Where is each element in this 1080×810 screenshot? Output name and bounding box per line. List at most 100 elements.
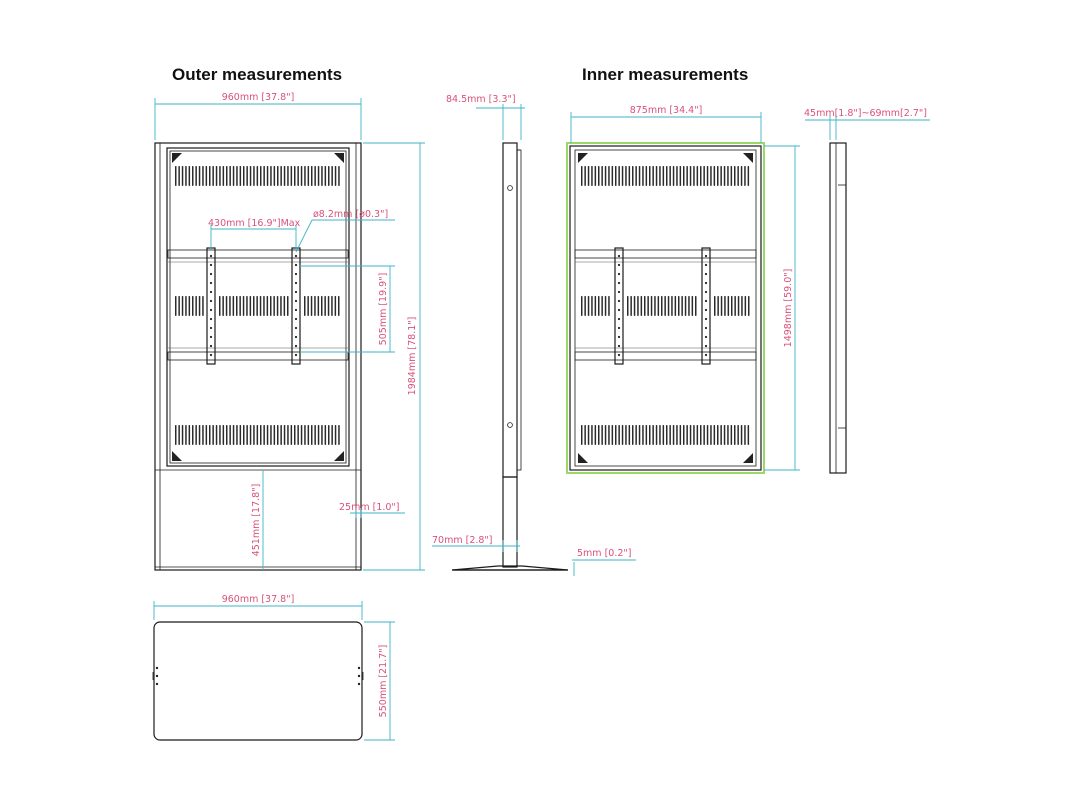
vent-slot <box>178 425 180 445</box>
vent-slot <box>334 166 337 186</box>
vent-slot <box>689 166 692 186</box>
vent-slot <box>287 425 289 445</box>
vent-slot <box>730 166 733 186</box>
vent-slot <box>748 296 750 316</box>
vent-slot <box>243 425 245 445</box>
vent-slot <box>647 296 649 316</box>
vent-slot <box>198 166 201 186</box>
vent-slot <box>327 296 330 316</box>
vent-slot <box>273 296 275 316</box>
bracket-hole <box>209 344 213 348</box>
vent-slot <box>246 296 248 316</box>
vent-slot <box>290 166 293 186</box>
vent-slot <box>314 166 316 186</box>
vent-slot <box>740 166 743 186</box>
outer-measurements-title: Outer measurements <box>172 65 343 84</box>
vent-slot <box>334 296 337 316</box>
vent-slot <box>331 425 333 445</box>
vent-slot <box>222 166 225 186</box>
vent-slot <box>334 425 337 445</box>
vent-slot <box>249 425 252 445</box>
bracket-hole <box>704 263 708 267</box>
vent-slot <box>219 296 221 316</box>
vent-slot <box>696 166 699 186</box>
vent-slot <box>249 166 252 186</box>
vent-slot <box>215 425 218 445</box>
vent-slot <box>226 166 228 186</box>
vent-slot <box>679 425 682 445</box>
vent-slot <box>664 296 666 316</box>
bracket-hole <box>209 353 213 357</box>
vent-slot <box>598 166 600 186</box>
bracket-hole <box>209 290 213 294</box>
bracket-hole <box>294 353 298 357</box>
bracket-hole <box>617 281 621 285</box>
vent-slot <box>744 166 746 186</box>
vent-slot <box>205 166 208 186</box>
bracket-hole <box>294 335 298 339</box>
vent-slot <box>270 425 272 445</box>
vent-slot <box>710 166 712 186</box>
bracket-hole <box>704 344 708 348</box>
vent-slot <box>737 166 739 186</box>
vent-slot <box>587 425 590 445</box>
outer-base-top-view <box>152 621 364 741</box>
vent-slot <box>693 425 695 445</box>
bracket-hole <box>209 317 213 321</box>
vent-slot <box>317 166 320 186</box>
vent-slot <box>737 296 740 316</box>
vent-slot <box>331 296 333 316</box>
bracket-hole <box>294 317 298 321</box>
bracket-hole <box>294 308 298 312</box>
vent-slot <box>628 425 631 445</box>
bracket-hole <box>617 272 621 276</box>
vent-slot <box>618 425 620 445</box>
vent-slot <box>695 296 697 316</box>
vent-slot <box>601 166 603 186</box>
bracket-hole <box>704 272 708 276</box>
bracket-hole <box>617 254 621 258</box>
vent-slot <box>727 166 729 186</box>
vent-slot <box>598 425 600 445</box>
bracket-hole <box>209 281 213 285</box>
vent-slot <box>283 166 286 186</box>
vent-slot <box>287 166 289 186</box>
vent-slot <box>263 166 265 186</box>
vent-slot <box>260 425 262 445</box>
vent-slot <box>222 296 224 316</box>
vent-slot <box>338 425 340 445</box>
vent-slot <box>676 166 678 186</box>
vent-slot <box>225 296 228 316</box>
vent-slot <box>175 166 177 186</box>
vent-slot <box>731 296 733 316</box>
vent-slot <box>615 425 617 445</box>
vent-slot <box>181 296 184 316</box>
vent-slot <box>717 425 719 445</box>
vent-slot <box>249 296 252 316</box>
vent-slot <box>654 296 656 316</box>
vent-slot <box>215 166 218 186</box>
vent-slot <box>594 296 597 316</box>
vent-slot <box>604 425 607 445</box>
vent-slot <box>672 166 675 186</box>
vent-slot <box>686 166 688 186</box>
bracket-hole <box>294 290 298 294</box>
outer-height-label: 1984mm [78.1"] <box>407 317 418 396</box>
vent-slot <box>723 166 726 186</box>
vent-slot <box>581 296 583 316</box>
vent-slot <box>632 425 634 445</box>
vent-slot <box>304 296 306 316</box>
base-height-label: 451mm [17.8"] <box>251 484 262 557</box>
vent-slot <box>584 296 586 316</box>
bracket-hole <box>294 272 298 276</box>
vent-slot <box>703 425 705 445</box>
vent-slot <box>661 296 663 316</box>
vent-slot <box>317 296 320 316</box>
vent-slot <box>338 166 340 186</box>
hole-diameter-label: ø8.2mm [ø0.3"] <box>313 209 388 220</box>
vent-slot <box>277 425 279 445</box>
vent-slot <box>686 425 688 445</box>
vent-slot <box>666 166 668 186</box>
vent-slot <box>246 166 248 186</box>
vent-slot <box>324 296 326 316</box>
